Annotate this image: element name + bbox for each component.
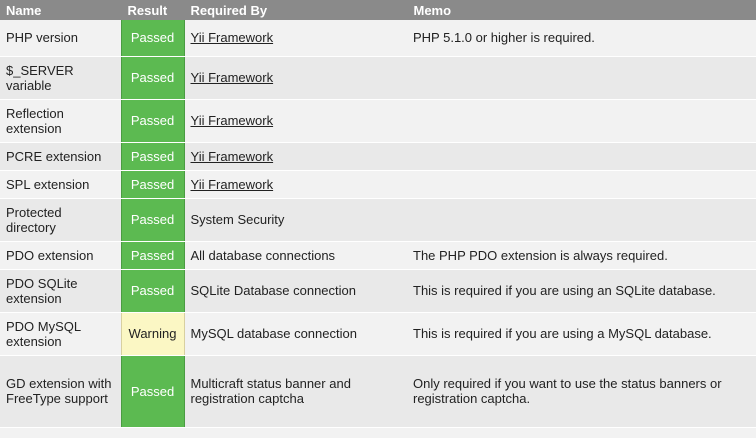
- required-by-link[interactable]: Yii Framework: [190, 70, 274, 85]
- result-badge-passed: Passed: [120, 355, 185, 428]
- required-by-link[interactable]: Yii Framework: [190, 113, 274, 128]
- header-required-by: Required By: [184, 0, 408, 20]
- requirements-table: Name Result Required By Memo PHP version…: [0, 0, 756, 428]
- requirement-name: PDO SQLite extension: [0, 269, 121, 313]
- result-badge-passed: Passed: [120, 99, 185, 143]
- requirement-memo: [407, 198, 756, 242]
- table-header-row: Name Result Required By Memo: [0, 0, 756, 20]
- table-row: PHP version Passed Yii Framework PHP 5.1…: [0, 20, 756, 57]
- table-row: PCRE extension Passed Yii Framework: [0, 142, 756, 171]
- table-row: SPL extension Passed Yii Framework: [0, 170, 756, 199]
- requirement-name: $_SERVER variable: [0, 56, 121, 100]
- table-row: PDO SQLite extension Passed SQLite Datab…: [0, 269, 756, 313]
- required-by-text: SQLite Database connection: [184, 269, 407, 313]
- requirement-memo: [407, 99, 756, 143]
- header-result: Result: [121, 0, 185, 20]
- requirement-memo: The PHP PDO extension is always required…: [407, 241, 756, 270]
- required-by-text: MySQL database connection: [184, 312, 407, 356]
- requirement-name: PDO extension: [0, 241, 121, 270]
- result-badge-passed: Passed: [120, 56, 185, 100]
- required-by-link[interactable]: Yii Framework: [190, 148, 274, 164]
- requirement-memo: Only required if you want to use the sta…: [407, 355, 756, 428]
- requirement-name: PHP version: [0, 20, 121, 57]
- result-badge-passed: Passed: [120, 241, 185, 270]
- requirement-memo: This is required if you are using an SQL…: [407, 269, 756, 313]
- result-badge-passed: Passed: [120, 20, 185, 57]
- requirement-memo: This is required if you are using a MySQ…: [407, 312, 756, 356]
- result-badge-passed: Passed: [120, 142, 185, 171]
- result-badge-passed: Passed: [120, 170, 185, 199]
- requirement-name: GD extension with FreeType support: [0, 355, 121, 428]
- requirement-name: Reflection extension: [0, 99, 121, 143]
- table-row: PDO extension Passed All database connec…: [0, 241, 756, 270]
- requirement-name: SPL extension: [0, 170, 121, 199]
- table-row: PDO MySQL extension Warning MySQL databa…: [0, 312, 756, 356]
- required-by-link[interactable]: Yii Framework: [190, 30, 274, 46]
- requirement-name: Protected directory: [0, 198, 121, 242]
- header-memo: Memo: [407, 0, 756, 20]
- table-row: GD extension with FreeType support Passe…: [0, 355, 756, 428]
- table-row: $_SERVER variable Passed Yii Framework: [0, 56, 756, 100]
- requirement-name: PDO MySQL extension: [0, 312, 121, 356]
- required-by-text: Multicraft status banner and registratio…: [184, 355, 407, 428]
- result-badge-passed: Passed: [120, 198, 185, 242]
- table-row: Reflection extension Passed Yii Framewor…: [0, 99, 756, 143]
- requirement-memo: [407, 56, 756, 100]
- result-badge-warning: Warning: [120, 312, 185, 356]
- requirement-memo: PHP 5.1.0 or higher is required.: [407, 20, 756, 57]
- requirement-memo: [407, 170, 756, 199]
- required-by-link[interactable]: Yii Framework: [190, 176, 274, 192]
- result-badge-passed: Passed: [120, 269, 185, 313]
- requirement-name: PCRE extension: [0, 142, 121, 171]
- table-footer-strip: [0, 427, 756, 438]
- requirement-memo: [407, 142, 756, 171]
- table-row: Protected directory Passed System Securi…: [0, 198, 756, 242]
- header-name: Name: [0, 0, 122, 20]
- required-by-text: System Security: [184, 198, 407, 242]
- required-by-text: All database connections: [184, 241, 407, 270]
